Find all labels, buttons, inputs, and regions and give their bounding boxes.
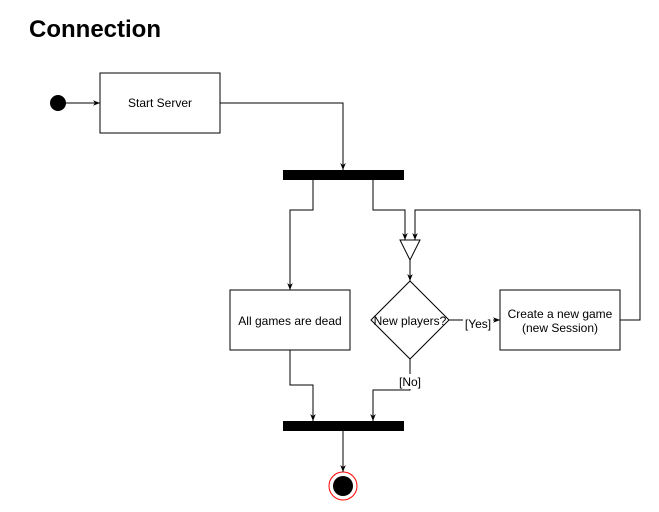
yes-label: [Yes]: [465, 317, 491, 331]
edge-start-to-fork: [220, 102, 346, 170]
final-node-core: [333, 476, 353, 496]
no-label-bg: [398, 374, 423, 389]
create-game-label-line2: (new Session): [522, 321, 598, 335]
edge-fork-to-merge: [372, 180, 408, 240]
initial-node: [50, 95, 66, 111]
merge-node: [399, 239, 421, 262]
fork-bar: [283, 170, 404, 180]
yes-label-bg: [463, 316, 493, 331]
decision-label: New players?: [374, 314, 447, 328]
create-game-label-line1: Create a new game: [508, 307, 613, 321]
edge-dead-to-join: [289, 350, 316, 421]
edge-decision-no: [370, 359, 411, 421]
join-bar: [283, 421, 404, 431]
start-server-label: Start Server: [128, 96, 192, 110]
page-title: Connection: [29, 16, 161, 43]
no-label: [No]: [399, 375, 421, 389]
edge-fork-to-dead: [287, 180, 314, 290]
edge-create-loop: [412, 209, 641, 321]
start-server-action: [99, 72, 221, 134]
all-games-dead-label: All games are dead: [238, 314, 341, 328]
